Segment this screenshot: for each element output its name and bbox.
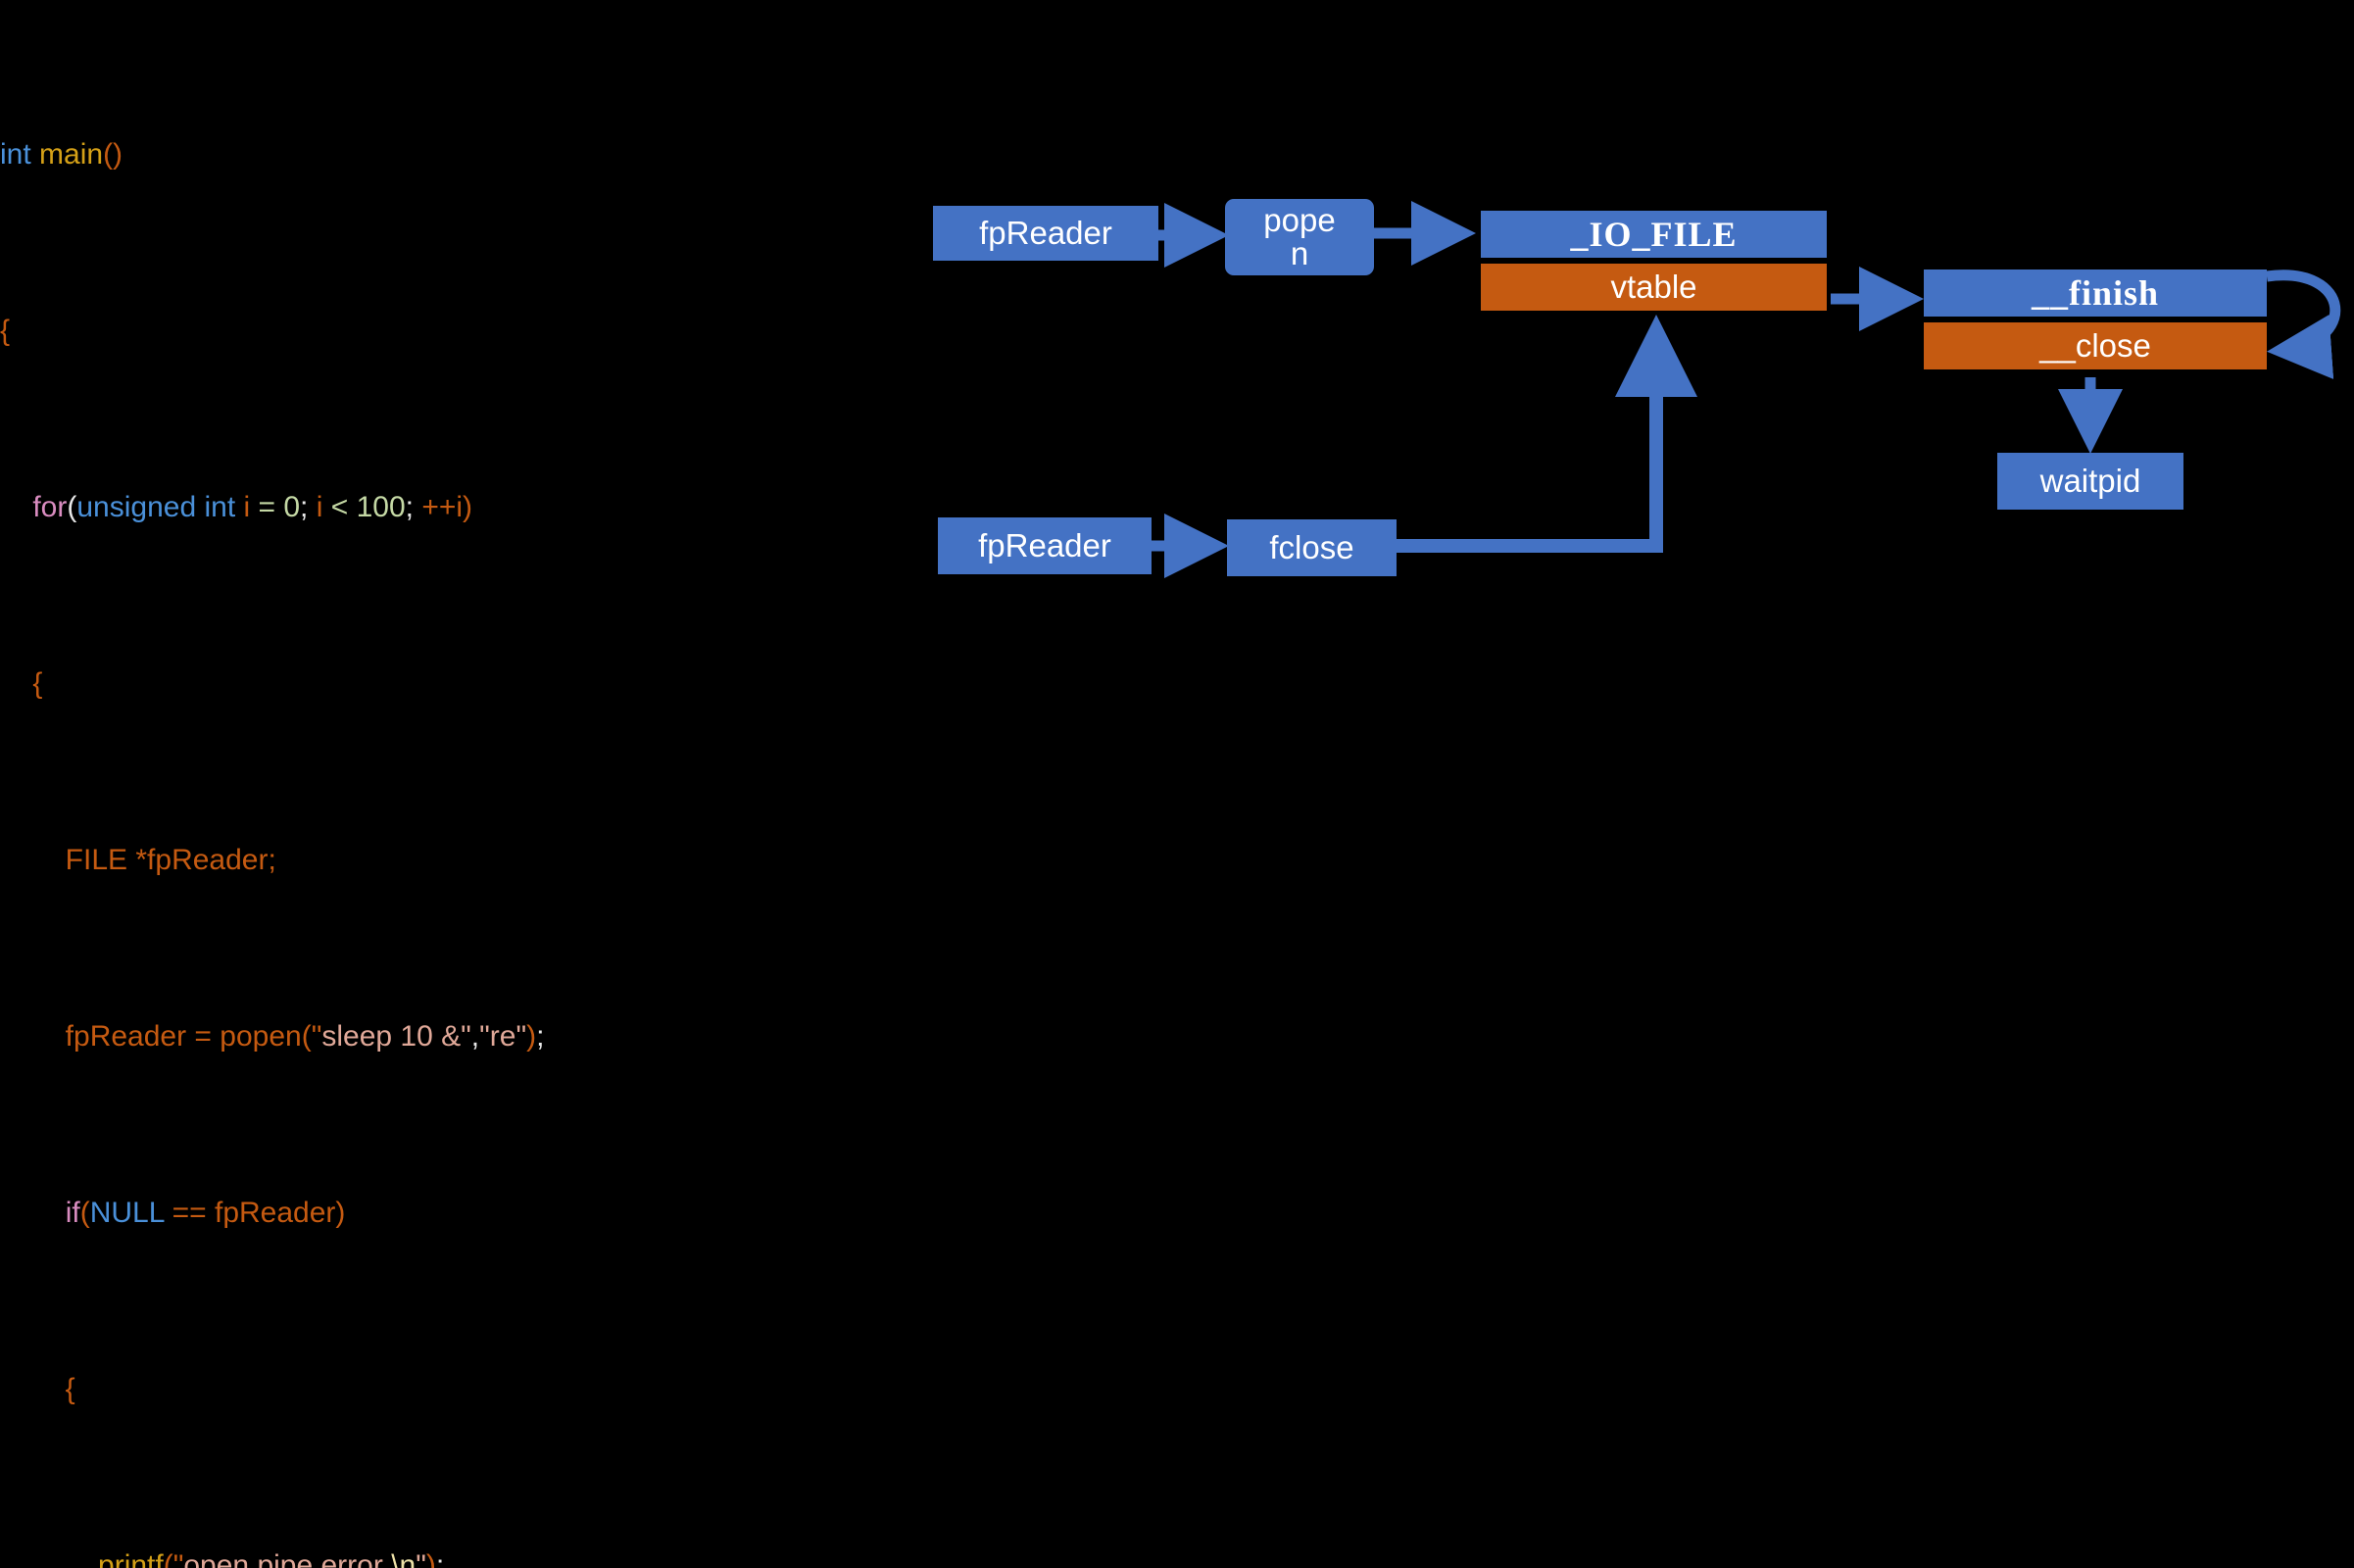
node-close[interactable]: __close — [1924, 322, 2267, 369]
code-token-ident: == fpReader) — [172, 1197, 346, 1229]
code-token-indent — [0, 1197, 66, 1229]
code-token-keyword: if — [65, 1197, 80, 1229]
code-token-escape: \n — [391, 1549, 417, 1568]
code-token-punct: ; — [405, 491, 422, 523]
node-label: waitpid — [2039, 463, 2141, 499]
node-label: fclose — [1269, 529, 1354, 565]
code-token-punct: () — [103, 138, 123, 171]
code-token-punct: ; — [300, 491, 317, 523]
code-token-brace: { — [0, 1373, 75, 1405]
code-token-punct: ( — [79, 1197, 90, 1229]
code-line: { — [0, 309, 941, 353]
node-finish[interactable]: __finish — [1924, 270, 2267, 317]
code-token-decl: FILE *fpReader; — [0, 844, 276, 876]
node-waitpid[interactable]: waitpid — [1997, 453, 2183, 510]
code-token-number: < 100 — [330, 491, 406, 523]
code-token-string: "re" — [479, 1020, 527, 1053]
node-label: vtable — [1610, 269, 1697, 305]
code-token-type: int — [0, 138, 40, 171]
code-token-function: printf — [98, 1549, 164, 1568]
node-io-file[interactable]: _IO_FILE — [1481, 211, 1827, 258]
code-token-keyword: for — [32, 491, 68, 523]
popen-fclose-flow-diagram: fpReader pope n _IO_FILE vtable __finish… — [933, 199, 2341, 578]
code-line: printf("open pipe error \n"); — [0, 1544, 941, 1568]
node-label: __finish — [2031, 273, 2160, 313]
code-token-ident: ++i) — [421, 491, 473, 523]
code-line: { — [0, 662, 941, 706]
node-label-line2: n — [1290, 235, 1309, 271]
node-label: _IO_FILE — [1570, 215, 1738, 254]
code-token-ident: fpReader = popen(" — [0, 1020, 322, 1053]
code-token-brace: { — [0, 315, 11, 347]
code-token-string: " — [416, 1549, 426, 1568]
code-token-ident: i — [316, 491, 331, 523]
code-token-string: sleep 10 &" — [321, 1020, 471, 1053]
code-token-indent — [0, 1549, 98, 1568]
node-label: fpReader — [978, 527, 1111, 564]
node-label-line1: pope — [1263, 202, 1336, 238]
code-token-brace: { — [0, 667, 43, 700]
code-line: if(NULL == fpReader) — [0, 1191, 941, 1235]
node-vtable[interactable]: vtable — [1481, 264, 1827, 311]
code-token-type: unsigned int — [76, 491, 244, 523]
code-token-punct: (" — [163, 1549, 184, 1568]
code-line: { — [0, 1367, 941, 1411]
code-line: fpReader = popen("sleep 10 &","re"); — [0, 1014, 941, 1058]
code-token-function: main — [39, 138, 104, 171]
code-line: for(unsigned int i = 0; i < 100; ++i) — [0, 485, 941, 529]
code-token-punct: ) — [425, 1549, 436, 1568]
code-token-number: = 0 — [258, 491, 301, 523]
diagram-arrows — [1152, 201, 2341, 578]
node-label: __close — [2039, 327, 2151, 364]
code-token-ident: i — [243, 491, 259, 523]
code-line: FILE *fpReader; — [0, 838, 941, 882]
node-fclose[interactable]: fclose — [1227, 519, 1397, 576]
code-token-punct: ( — [67, 491, 77, 523]
code-token-punct: ) — [526, 1020, 537, 1053]
node-fpreader-bottom[interactable]: fpReader — [938, 517, 1152, 574]
code-line: int main() — [0, 132, 941, 176]
node-popen[interactable]: pope n — [1225, 199, 1374, 275]
node-fpreader-top[interactable]: fpReader — [933, 206, 1158, 261]
code-token-punct: ; — [536, 1020, 545, 1053]
code-token-string: open pipe error — [183, 1549, 392, 1568]
code-token-punct: , — [470, 1020, 480, 1053]
code-token-type: NULL — [89, 1197, 172, 1229]
code-token-punct: ; — [435, 1549, 445, 1568]
node-label: fpReader — [979, 215, 1112, 251]
